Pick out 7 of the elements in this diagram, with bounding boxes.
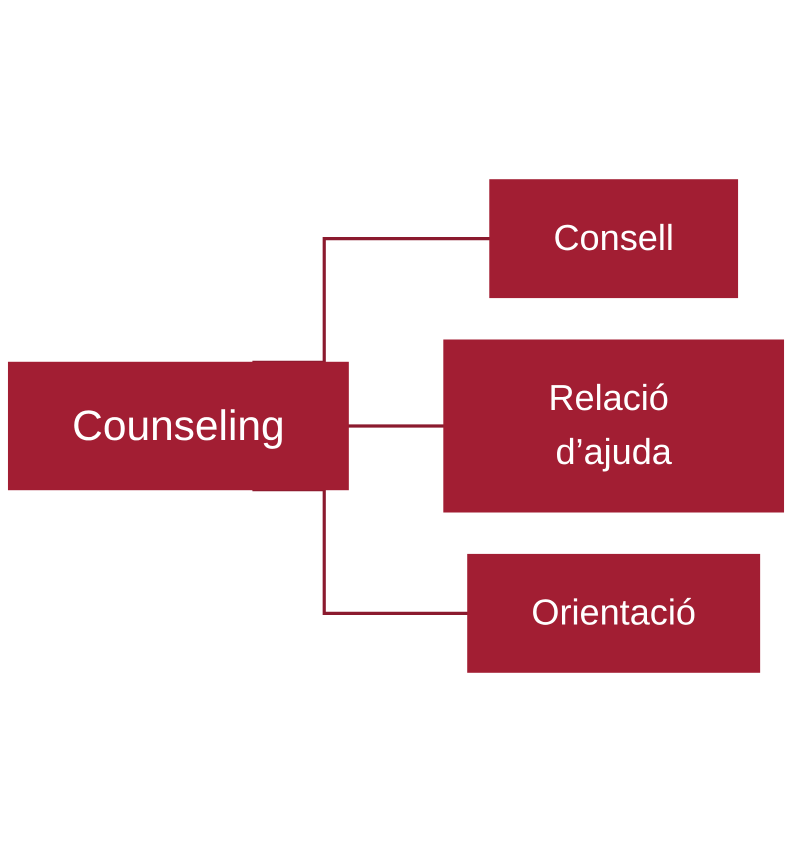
node-box: Counseling bbox=[8, 362, 349, 490]
node-box: Consell bbox=[489, 179, 738, 298]
connector bbox=[252, 488, 468, 615]
connector bbox=[348, 424, 444, 428]
node-box: Orientació bbox=[467, 554, 760, 673]
connector bbox=[252, 237, 490, 364]
node-box: Relació d’ajuda bbox=[443, 340, 784, 512]
